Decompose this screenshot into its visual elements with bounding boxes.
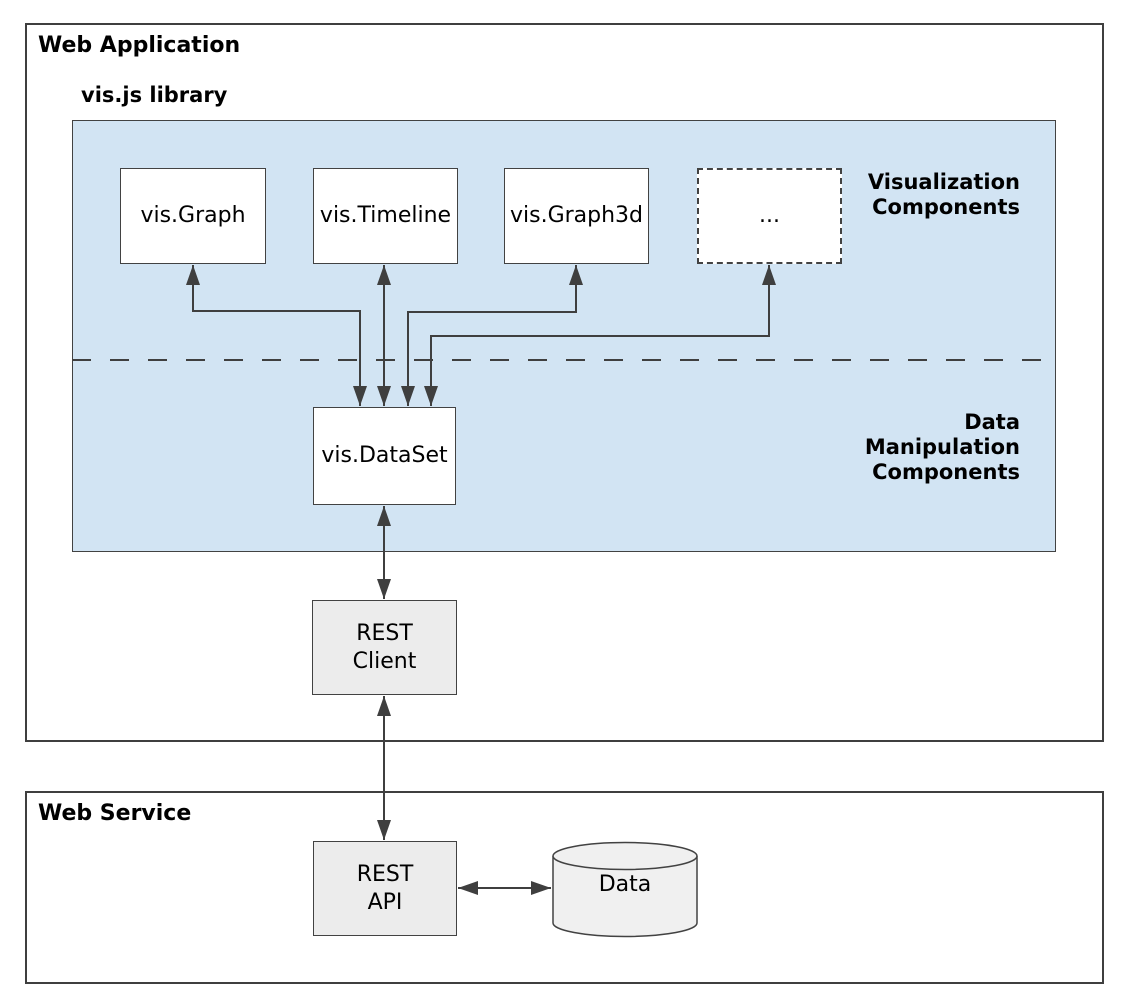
web-application-title: Web Application	[38, 33, 241, 58]
node-more-components: ...	[697, 168, 842, 264]
node-vis-timeline: vis.Timeline	[313, 168, 458, 264]
data-manipulation-components-label: Data Manipulation Components	[864, 410, 1020, 484]
data-store-label: Data	[598, 872, 652, 897]
node-vis-graph3d: vis.Graph3d	[504, 168, 649, 264]
web-application-container: Web Application	[25, 23, 1104, 742]
node-vis-graph: vis.Graph	[120, 168, 266, 264]
node-rest-api: REST API	[313, 841, 457, 936]
web-service-container: Web Service	[25, 791, 1104, 984]
node-rest-client: REST Client	[312, 600, 457, 695]
node-vis-dataset: vis.DataSet	[313, 407, 456, 505]
visjs-library-label: vis.js library	[81, 83, 228, 107]
web-service-title: Web Service	[38, 801, 192, 826]
visualization-components-label: Visualization Components	[867, 170, 1020, 219]
